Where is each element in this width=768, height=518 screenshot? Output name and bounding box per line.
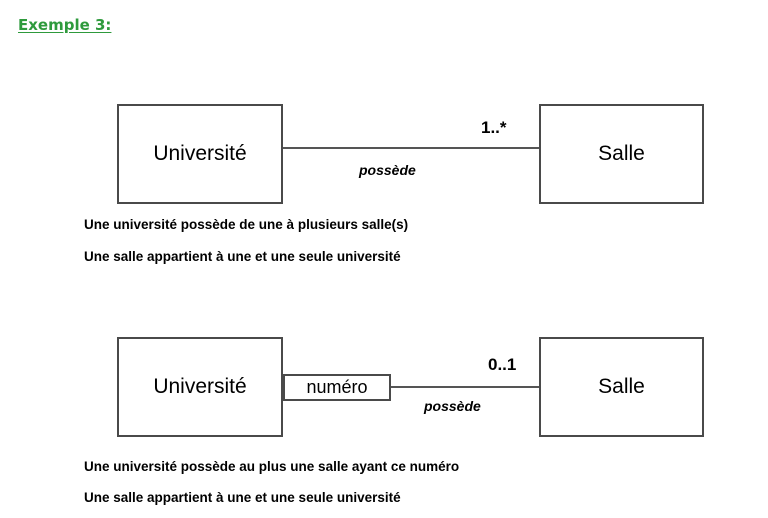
class-box-universite-2: Université xyxy=(117,337,283,437)
caption-line-1b: Une salle appartient à une et une seule … xyxy=(84,249,401,264)
class-box-salle-1: Salle xyxy=(539,104,704,204)
association-line-1 xyxy=(283,147,540,149)
association-name-1: possède xyxy=(359,162,416,178)
association-line-2 xyxy=(391,386,540,388)
class-box-universite-1: Université xyxy=(117,104,283,204)
multiplicity-label-1: 1..* xyxy=(481,118,507,137)
page-heading: Exemple 3: xyxy=(18,16,112,34)
caption-line-2b: Une salle appartient à une et une seule … xyxy=(84,490,401,505)
caption-line-1a: Une université possède de une à plusieur… xyxy=(84,217,409,232)
association-name-2: possède xyxy=(424,398,481,414)
caption-line-2a: Une université possède au plus une salle… xyxy=(84,459,460,474)
multiplicity-label-2: 0..1 xyxy=(488,355,517,374)
class-box-salle-2: Salle xyxy=(539,337,704,437)
qualifier-box: numéro xyxy=(283,374,391,401)
